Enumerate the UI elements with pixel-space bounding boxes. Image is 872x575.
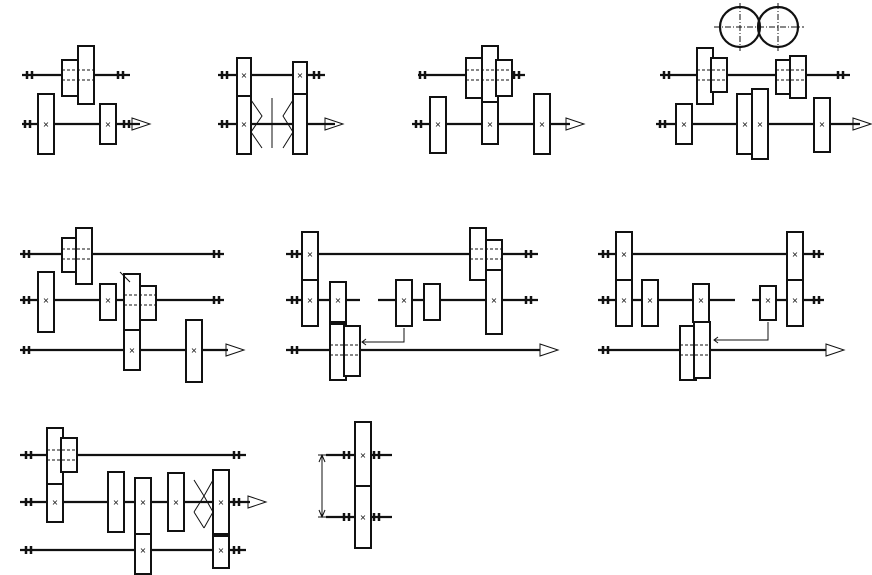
svg-text:×: × [307, 250, 314, 259]
output-arrow-icon [825, 343, 846, 357]
svg-text:×: × [43, 120, 50, 129]
output-arrow-icon [247, 495, 268, 509]
svg-text:×: × [491, 296, 498, 305]
shift-link [714, 322, 769, 341]
output-arrow-icon [324, 117, 345, 131]
svg-text:×: × [765, 296, 772, 305]
svg-text:×: × [218, 498, 225, 507]
output-arrow-icon [539, 343, 560, 357]
svg-text:×: × [52, 498, 59, 507]
svg-text:×: × [819, 120, 826, 129]
svg-text:×: × [140, 498, 147, 507]
svg-text:×: × [647, 296, 654, 305]
svg-text:×: × [487, 120, 494, 129]
svg-text:×: × [105, 120, 112, 129]
svg-text:×: × [140, 546, 147, 555]
output-arrow-icon [565, 117, 586, 131]
svg-text:×: × [539, 120, 546, 129]
svg-text:×: × [435, 120, 442, 129]
svg-text:×: × [621, 250, 628, 259]
scheme-2-herringbone-train: × × × [218, 57, 345, 155]
svg-text:×: × [218, 546, 225, 555]
svg-text:×: × [191, 346, 198, 355]
svg-text:×: × [335, 296, 342, 305]
scheme-3-idler-train: × × × [412, 45, 586, 155]
svg-text:×: × [401, 296, 408, 305]
scheme-4-end-view-train: × × × × [656, 3, 872, 160]
shift-link [362, 328, 405, 343]
svg-text:×: × [360, 513, 367, 522]
svg-text:×: × [129, 346, 136, 355]
svg-text:×: × [621, 296, 628, 305]
svg-text:×: × [113, 498, 120, 507]
output-arrow-icon [131, 117, 152, 131]
output-arrow-icon [225, 343, 246, 357]
scheme-1-two-stage-train: × × [22, 45, 152, 155]
svg-text:×: × [43, 296, 50, 305]
scheme-9-centre-distance: × × [318, 421, 392, 549]
scheme-5-three-shaft-train: × × × × [20, 227, 246, 383]
svg-text:×: × [757, 120, 764, 129]
svg-text:×: × [792, 250, 799, 259]
svg-text:×: × [307, 296, 314, 305]
svg-text:×: × [792, 296, 799, 305]
output-arrow-icon [852, 117, 872, 131]
svg-text:×: × [698, 296, 705, 305]
scheme-7-sliding-gear-train: × × × × × × × [598, 231, 846, 381]
svg-text:×: × [105, 296, 112, 305]
svg-text:×: × [681, 120, 688, 129]
svg-text:×: × [241, 71, 248, 80]
svg-text:×: × [173, 498, 180, 507]
scheme-8-herringbone-three-shaft: × × × × × × × [20, 427, 268, 575]
svg-text:×: × [241, 120, 248, 129]
svg-text:×: × [360, 451, 367, 460]
scheme-6-sliding-gear-train: × × × × × [286, 227, 560, 381]
svg-text:×: × [742, 120, 749, 129]
svg-text:×: × [297, 71, 304, 80]
